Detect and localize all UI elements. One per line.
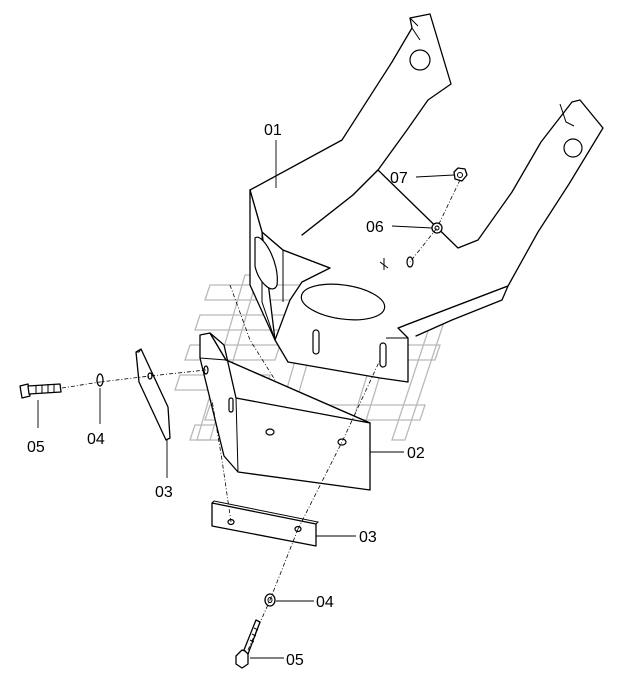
callout-06: 06	[366, 219, 384, 236]
callout-04-left: 04	[87, 431, 105, 448]
part-05-bolt-lower	[235, 619, 261, 669]
callout-05-lower: 05	[286, 652, 304, 669]
base-oval-cutout	[300, 283, 386, 321]
part-04-washer-left	[96, 373, 104, 387]
callout-05-left: 05	[27, 439, 45, 456]
part-02-angle-plate	[199, 332, 371, 491]
part-03-pad-upper	[135, 348, 171, 441]
angle-plate-hole-2	[337, 438, 347, 446]
callout-01: 01	[264, 122, 282, 139]
arm-hole-left	[409, 49, 431, 71]
callout-02: 02	[407, 445, 425, 462]
side-slot	[254, 236, 278, 290]
slot-1	[312, 329, 320, 355]
callout-04-lower: 04	[316, 594, 334, 611]
part-05-bolt-left	[19, 383, 62, 399]
angle-plate-hole-1	[265, 428, 275, 436]
leader-lines	[37, 140, 455, 659]
callout-07: 07	[390, 170, 408, 187]
part-07-nut	[453, 167, 468, 182]
angle-plate-slot	[228, 397, 234, 413]
arm-hole-right	[563, 138, 583, 158]
part-06-washer	[431, 222, 443, 234]
callout-labels: 01 07 06 02 05 04 03 03 04 05	[27, 122, 425, 669]
callout-03-lower: 03	[359, 529, 377, 546]
part-03-pad-lower	[211, 500, 320, 547]
slot-2	[379, 342, 387, 368]
callout-03-upper: 03	[155, 484, 173, 501]
assembly-lines	[61, 179, 461, 651]
part-01-bracket	[249, 13, 604, 383]
